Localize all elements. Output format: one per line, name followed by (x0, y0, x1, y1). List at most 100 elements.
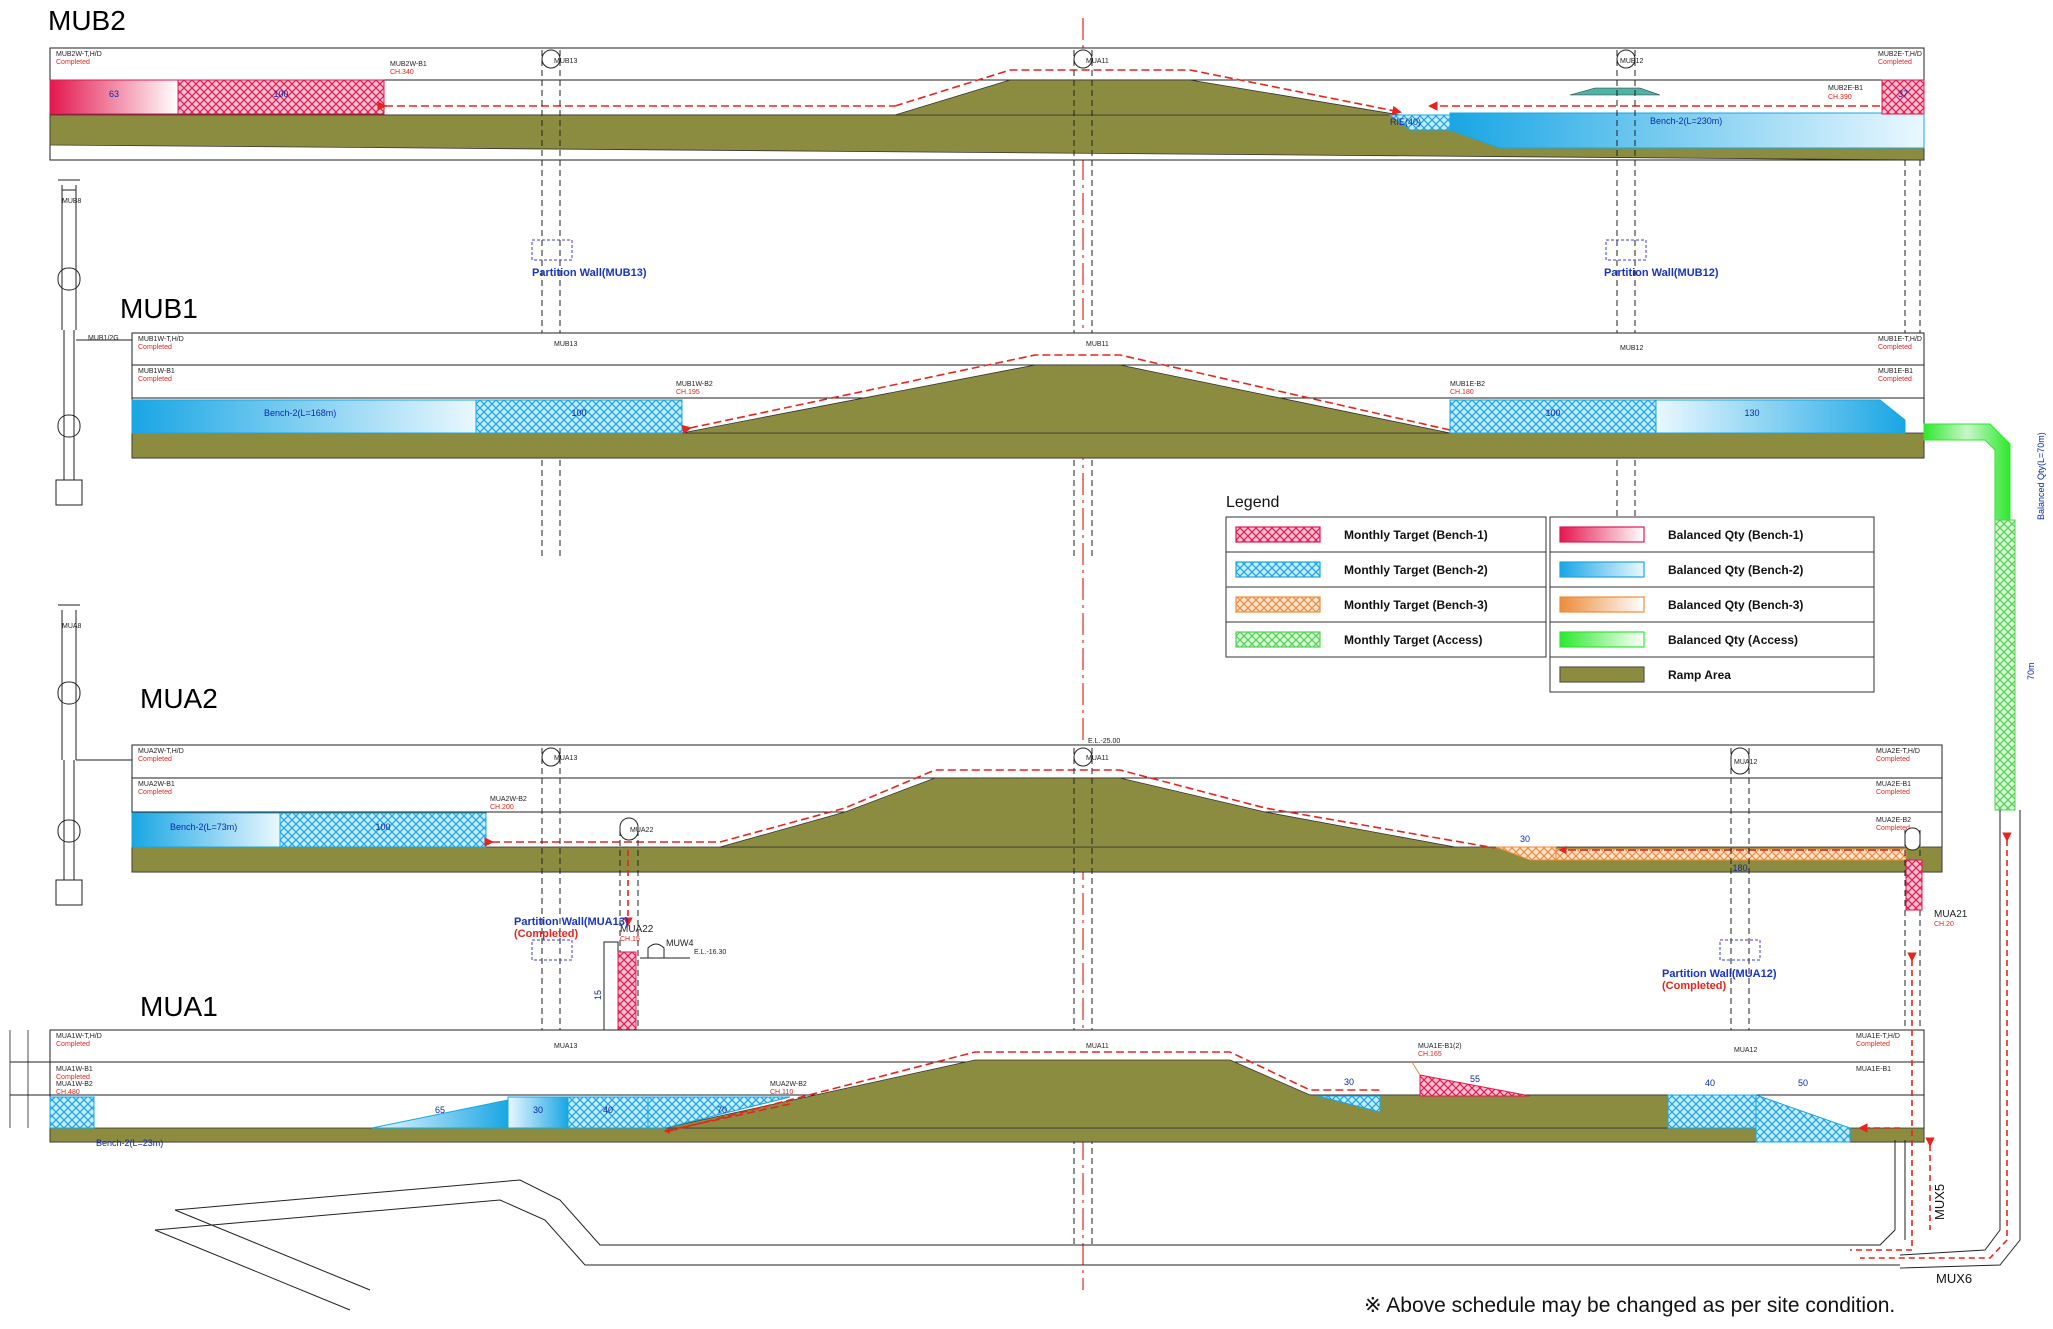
muw4-tunnel (640, 943, 690, 959)
mub1-w-b2-ch: CH.195 (676, 389, 700, 396)
mua2-w-b1-status: Completed (138, 789, 172, 796)
mua1-e-th: MUA1E-T,H/D (1856, 1033, 1900, 1040)
mua1-value-55: 55 (1470, 1074, 1480, 1084)
mua2-pillar-22: MUA22 (630, 827, 653, 834)
mua1-w-th-status: Completed (56, 1041, 90, 1048)
mua22-value: 15 (593, 990, 603, 1000)
mub2-e-b1-ch: CH.390 (1828, 94, 1852, 101)
mub1-w-th-status: Completed (138, 344, 172, 351)
mua1-value-40a: 40 (603, 1105, 613, 1115)
access-target-label: 70m (2026, 662, 2036, 680)
level-title-mub1: MUB1 (120, 293, 198, 324)
mub2-e-th: MUB2E-T,H/D (1878, 51, 1922, 58)
mua22-target (617, 951, 637, 1033)
mua1-w-b1-status: Completed (56, 1074, 90, 1081)
legend-swatch (1235, 596, 1321, 613)
muw4-name: MUW4 (666, 938, 694, 948)
mub1-pillar-11: MUB11 (1086, 341, 1109, 348)
legend-item-label: Balanced Qty (Bench-2) (1668, 563, 1803, 577)
mua2-bench2 (131, 812, 281, 848)
mub1-e-b2-ch: CH.180 (1450, 389, 1474, 396)
mub1-pillar-12: MUB12 (1620, 345, 1643, 352)
level-title-mua1: MUA1 (140, 991, 218, 1022)
mua1-target-40 (567, 1096, 649, 1129)
mub1-bench2-label: Bench-2(L=168m) (264, 408, 336, 418)
mub1-target-west-value: 100 (571, 408, 586, 418)
mua2-el: E.L.-25.00 (1088, 738, 1120, 745)
mua1-target-30 (1317, 1095, 1381, 1113)
mua1-mid-b2: MUA2W-B2 (770, 1081, 807, 1088)
partition-wall-mub13: Partition Wall(MUB13) (532, 267, 647, 279)
mua21-ch: CH.20 (1934, 921, 1954, 928)
mub2-w-th: MUB2W-T,H/D (56, 51, 102, 58)
mua1-value-65: 65 (435, 1105, 445, 1115)
legend-item-label: Balanced Qty (Bench-1) (1668, 528, 1803, 542)
mua2-section (131, 744, 1943, 873)
shaft-label-mub: MUB8 (62, 198, 82, 205)
mub2-small-target-label: RIE(40) (1390, 117, 1421, 127)
left-shaft (55, 179, 132, 906)
mub2-e-th-status: Completed (1878, 59, 1912, 66)
mub2-pillar-11: MUA11 (1086, 58, 1109, 65)
mua1-w-b2: MUA1W-B2 (56, 1081, 93, 1088)
legend-item-label: Monthly Target (Access) (1344, 633, 1482, 647)
mub1-balanced-east (1655, 399, 1906, 434)
legend-item-label: Monthly Target (Bench-1) (1344, 528, 1488, 542)
mua2-e-b1-status: Completed (1876, 789, 1910, 796)
mua21-name: MUA21 (1934, 909, 1968, 920)
partition-wall-mub12: Partition Wall(MUB12) (1604, 267, 1719, 279)
mua1-value-40b: 40 (1705, 1078, 1715, 1088)
mua1-w-b1: MUA1W-B1 (56, 1066, 93, 1073)
legend-title: Legend (1226, 494, 1279, 511)
mua1-target-50 (1755, 1094, 1851, 1143)
mua1-w-b2-ch: CH.480 (56, 1089, 80, 1096)
mua2-w-th-status: Completed (138, 756, 172, 763)
access-ramp (1899, 423, 2021, 1269)
mua2-bench2-label: Bench-2(L=73m) (170, 822, 237, 832)
mua1-value-30b: 30 (1344, 1077, 1354, 1087)
legend-swatch (1559, 596, 1645, 613)
partition-wall-mua13: Partition Wall(MUA13) (514, 916, 629, 928)
shaft-label-mub1-2g: MUB1/2G (88, 335, 119, 342)
mub2-w-b1: MUB2W-B1 (390, 61, 427, 68)
mua2-target-180-value: 180 (1732, 863, 1747, 873)
legend-item-label: Balanced Qty (Access) (1668, 633, 1798, 647)
legend-swatch (1559, 666, 1645, 683)
mua1-pillar-13: MUA13 (554, 1043, 577, 1050)
mub1-target-west (475, 399, 683, 434)
mub2-pillar-13: MUB13 (554, 58, 577, 65)
mub2-target-east (1881, 79, 1925, 115)
mua1-value-70: 70 (717, 1105, 727, 1115)
muw4-el: E.L.-16.30 (694, 949, 726, 956)
legend-item-label: Monthly Target (Bench-2) (1344, 563, 1488, 577)
mua1-e-b1-2-ch: CH.165 (1418, 1051, 1442, 1058)
mua22-ch: CH.15 (620, 936, 640, 943)
mua1-section (9, 1029, 1925, 1143)
legend-swatch (1559, 526, 1645, 543)
mub2-bench2 (1449, 112, 1925, 149)
mub1-w-b1: MUB1W-B1 (138, 368, 175, 375)
mux6-label: MUX6 (1936, 1271, 1972, 1286)
mua1-w-th: MUA1W-T,H/D (56, 1033, 102, 1040)
mua2-e-b1: MUA2E-B1 (1876, 781, 1911, 788)
mua2-e-th-status: Completed (1876, 756, 1910, 763)
mub2-e-b1: MUB2E-B1 (1828, 85, 1863, 92)
mub1-target-east-value: 100 (1545, 408, 1560, 418)
mua1-e-th-status: Completed (1856, 1041, 1890, 1048)
mub1-e-th: MUB1E-T,H/D (1878, 336, 1922, 343)
mua1-value-50: 50 (1798, 1078, 1808, 1088)
mub2-target-west (177, 79, 385, 115)
mua1-target-55 (1419, 1074, 1531, 1097)
mua2-pillar-12: MUA12 (1734, 759, 1757, 766)
partition-wall-mua12-status: (Completed) (1662, 980, 1727, 992)
mub1-e-b2: MUB1E-B2 (1450, 381, 1485, 388)
legend-item-label: Balanced Qty (Bench-3) (1668, 598, 1803, 612)
mua2-e-th: MUA2E-T,H/D (1876, 748, 1920, 755)
mua1-balanced-30 (507, 1096, 569, 1129)
mub1-pillar-13: MUB13 (554, 341, 577, 348)
mub1-bench2 (131, 399, 477, 434)
shaft-label-mua: MUA8 (62, 623, 82, 630)
mub2-pillar-12: MUB12 (1620, 58, 1643, 65)
mub2-balanced-west (49, 79, 179, 115)
